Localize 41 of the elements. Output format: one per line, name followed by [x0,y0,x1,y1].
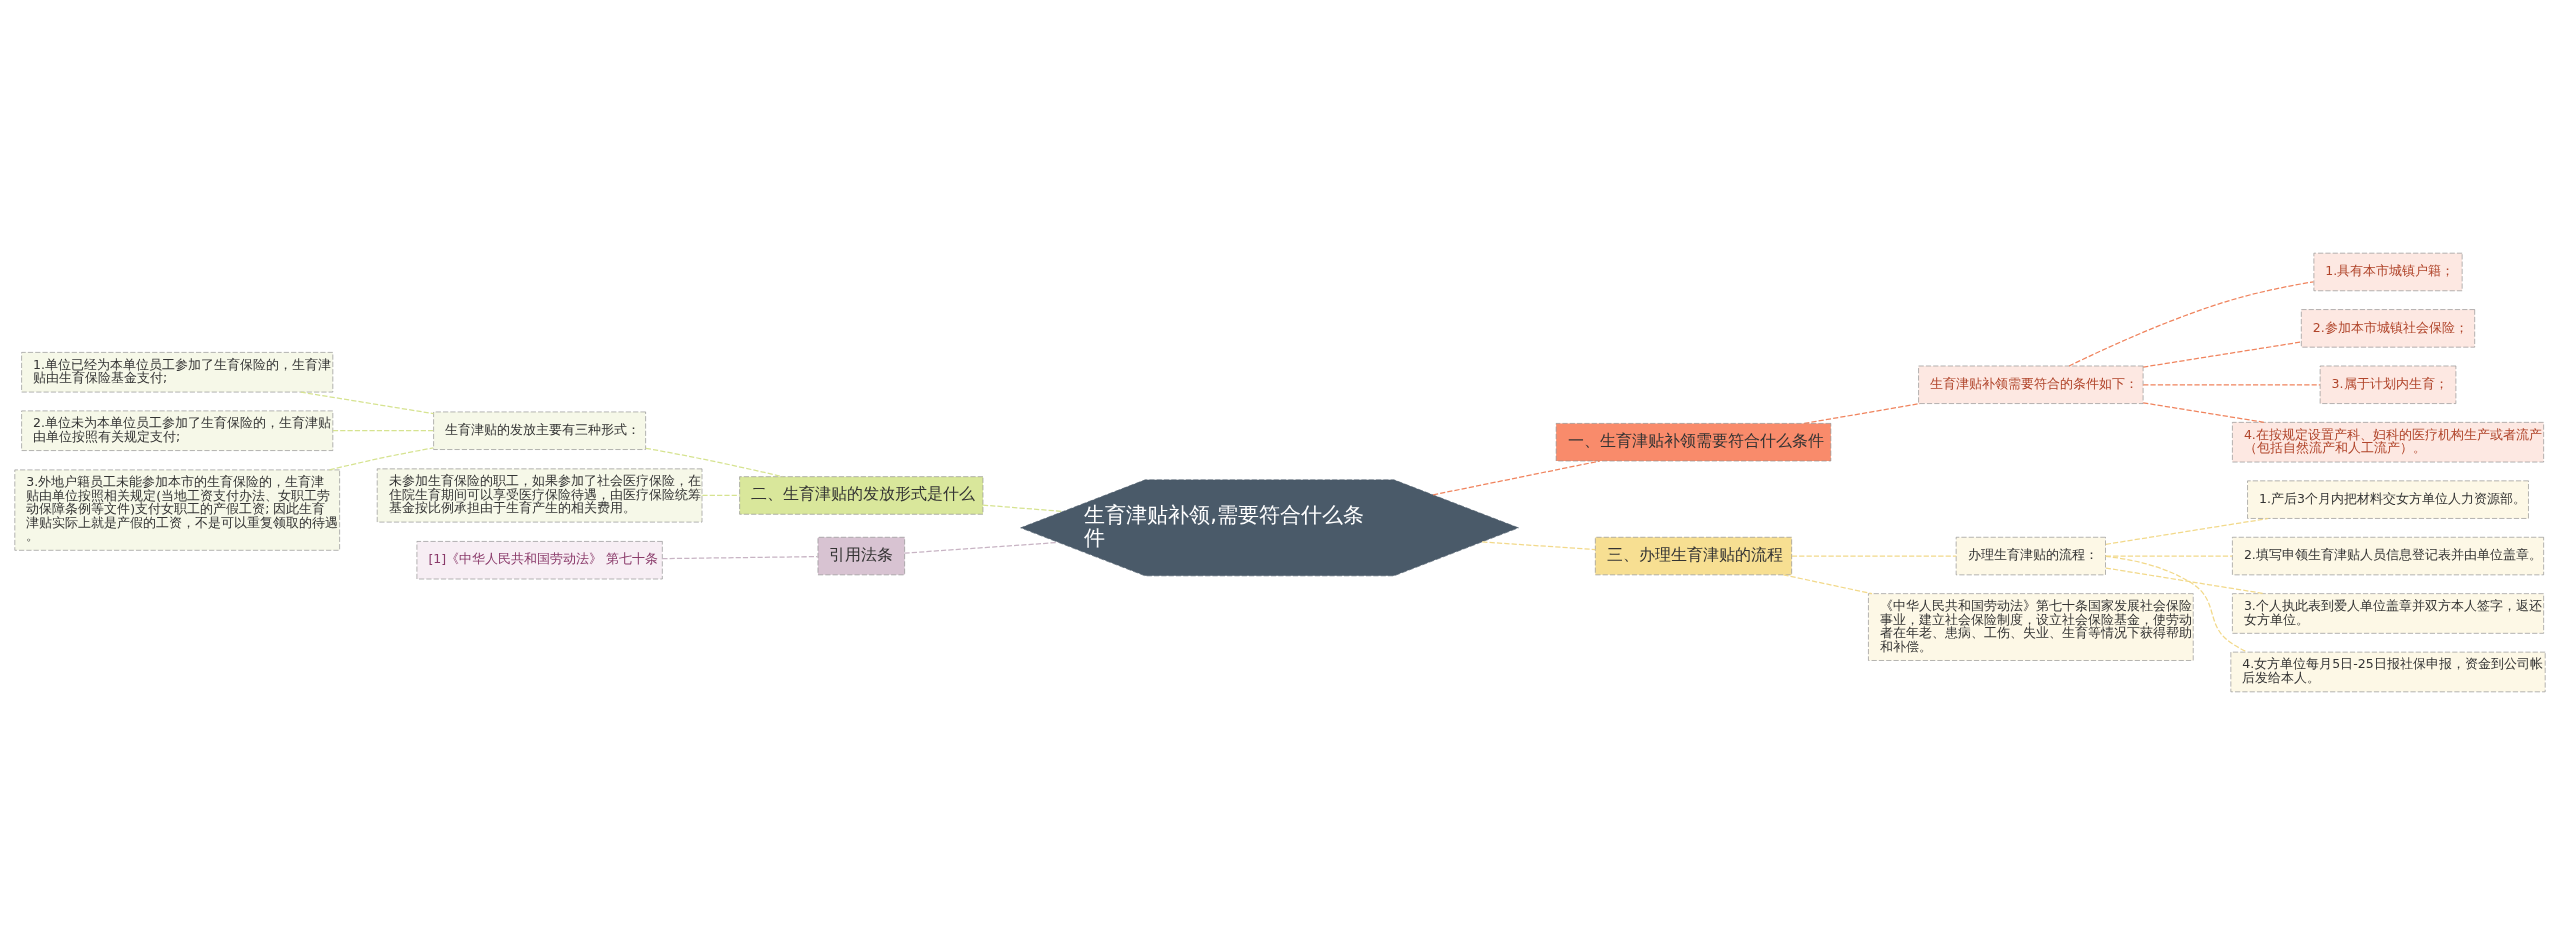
node-box: 《中华人民共和国劳动法》第七十条国家发展社会保险事业，建立社会保险制度，设立社会保险基金，使劳动者在年老、患病、工伤、失业、生育等情况下获得帮助和补偿。 [1868,592,2194,661]
node-box: 3.属于计划内生育； [2319,365,2457,404]
connector [1803,402,1921,424]
node-box: 2.参加本市城镇社会保险； [2301,308,2475,347]
connector [1791,554,1957,557]
node-box: 生育津贴的发放主要有三种形式： [433,411,646,450]
node-box: 3.外地户籍员工未能参加本市的生育保险的，生育津贴由单位按照相关规定(当地工资支付办法、女职工劳动保障条例等文件)支付女职工的产假工资; 因此生育津贴实际上就是产假的工资，不是可以重复领取的待遇。 [14,469,340,551]
node-box: 2.单位未为本单位员工参加了生育保险的，生育津贴由单位按照有关规定支付; [21,410,334,451]
connector [2105,517,2269,545]
node-box: 2.填写申领生育津贴人员信息登记表并由单位盖章。 [2232,536,2544,575]
connector [332,429,435,431]
connector [2142,383,2321,385]
connector [645,447,783,477]
node-box: [1]《中华人民共和国劳动法》 第七十条 [416,540,663,579]
node-box: 1.具有本市城镇户籍； [2313,252,2463,291]
connector [1481,540,1596,550]
connector [982,504,1064,512]
node-box: 1.产后3个月内把材料交女方单位人力资源部。 [2247,480,2529,519]
node-box: 三、办理生育津贴的流程 [1595,536,1792,575]
node-box: 一、生育津贴补领需要符合什么条件 [1555,422,1832,461]
node-box: 1.单位已经为本单位员工参加了生育保险的，生育津贴由生育保险基金支付; [21,351,334,392]
node-box: 未参加生育保险的职工，如果参加了社会医疗保险，在住院生育期间可以享受医疗保险待遇，由医疗保险统筹基金按比例承担由于生育产生的相关费用。 [376,468,703,522]
connector [701,494,741,496]
connector [328,446,434,470]
connector [2105,554,2233,557]
connector [661,555,819,559]
node-box: 4.女方单位每月5日-25日报社保申报，资金到公司帐后发给本人。 [2230,651,2546,692]
connector [2142,340,2302,368]
connector [2142,401,2265,423]
connector [2105,566,2265,594]
connector [904,541,1059,554]
node-box: 办理生育津贴的流程： [1955,536,2106,575]
node-box: 引用法条 [817,536,905,575]
node-box: 生育津贴补领需要符合的条件如下： [1918,365,2144,404]
connector [1432,459,1601,495]
connector [1782,573,1873,594]
node-box: 3.个人执此表到爱人单位盖章并双方本人签字，返还女方单位。 [2232,592,2544,634]
connector [300,391,435,414]
node-box: 4.在按规定设置产科、妇科的医疗机构生产或者流产（包括自然流产和人工流产）。 [2232,421,2544,462]
node-box: 二、生育津贴的发放形式是什么 [739,475,984,515]
connector [2105,555,2248,653]
